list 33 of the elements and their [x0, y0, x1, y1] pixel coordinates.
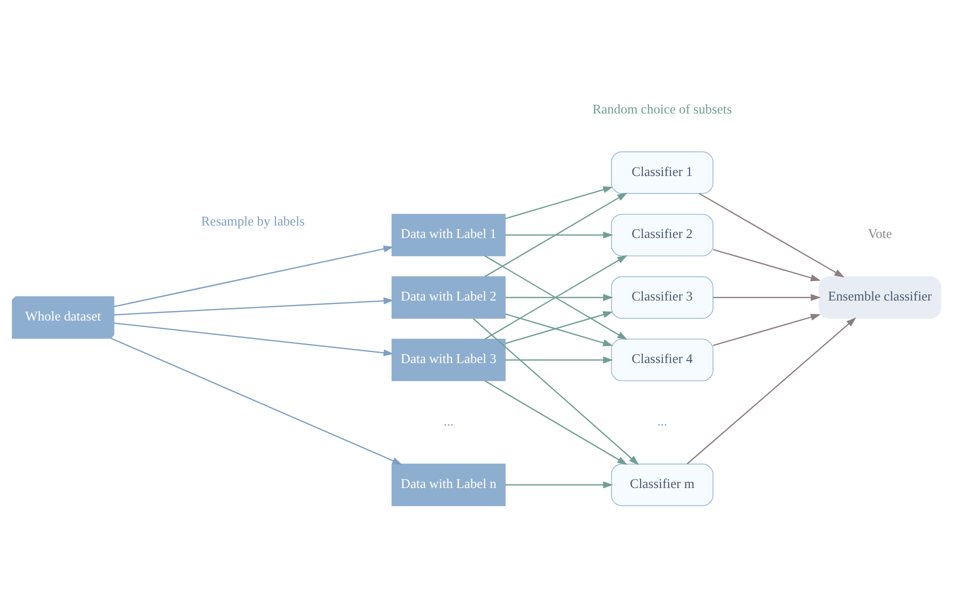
node-box: Classifier 3 — [610, 276, 714, 318]
arrow — [712, 313, 821, 346]
node-box: Data with Label 3 — [392, 338, 506, 381]
node-box: Data with Label 1 — [392, 213, 506, 256]
arrow — [484, 192, 628, 277]
node-box: Classifier 4 — [610, 338, 714, 381]
label: Resample by labels — [201, 213, 305, 228]
arrow — [713, 294, 821, 300]
arrow — [114, 322, 394, 356]
arrow — [698, 192, 844, 277]
node-box: Data with Label 2 — [392, 276, 506, 318]
arrow — [114, 244, 394, 307]
node-box: Classifier m — [610, 463, 714, 506]
node-box: Classifier 1 — [610, 150, 714, 194]
node-box: Data with Label n — [392, 463, 506, 506]
arrow — [505, 356, 614, 363]
arrow — [472, 318, 639, 465]
node-box: Ensemble classifier — [818, 276, 942, 318]
arrow — [686, 316, 856, 464]
arrow — [505, 294, 614, 300]
label: ... — [657, 413, 668, 428]
label: ... — [444, 413, 454, 428]
arrow — [484, 380, 628, 464]
arrow — [505, 480, 614, 488]
node-box: Classifier 2 — [610, 213, 714, 256]
arrow — [114, 296, 394, 315]
arrow — [484, 254, 628, 340]
arrow — [110, 337, 402, 464]
arrow — [505, 186, 614, 219]
arrow — [712, 248, 821, 281]
label: Random choice of subsets — [592, 100, 732, 116]
label: Vote — [868, 226, 892, 241]
arrow — [505, 231, 614, 238]
